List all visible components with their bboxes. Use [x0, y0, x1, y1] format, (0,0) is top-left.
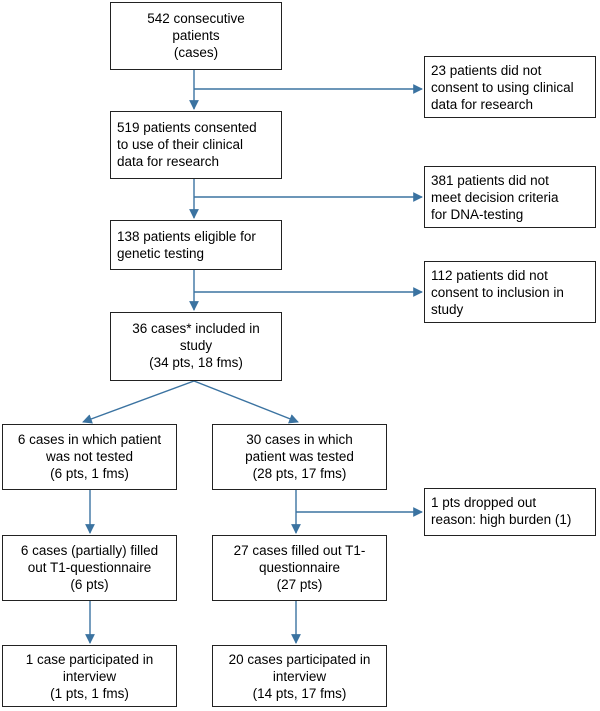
no-consent-study-line-3: study — [431, 302, 464, 317]
right-interview-line-1: 20 cases participated in — [228, 652, 371, 667]
box-left-interview: 1 case participated in interview (1 pts,… — [2, 645, 177, 707]
box-no-consent-study: 112 patients did not consent to inclusio… — [424, 261, 596, 323]
no-consent-study-line-2: consent to inclusion in — [431, 285, 564, 300]
dropped-line-2: reason: high burden (1) — [431, 512, 572, 527]
no-consent-study-line-1: 112 patients did not — [431, 268, 548, 283]
consented-line-2: to use of their clinical — [117, 137, 244, 152]
box-included: 36 cases* included in study (34 pts, 18 … — [110, 312, 282, 381]
box-not-tested: 6 cases in which patient was not tested … — [2, 424, 177, 490]
box-right-interview: 20 cases participated in interview (14 p… — [212, 645, 387, 707]
eligible-line-1: 138 patients eligible for — [117, 229, 256, 244]
arrow-to-not-tested — [82, 380, 195, 424]
not-criteria-line-1: 381 patients did not — [431, 173, 549, 188]
tested-line-3: (28 pts, 17 fms) — [252, 466, 347, 481]
right-t1-line-2: questionnaire — [258, 560, 341, 575]
not-tested-line-2: was not tested — [45, 449, 134, 464]
included-line-3: (34 pts, 18 fms) — [149, 355, 243, 370]
right-interview-line-3: (14 pts, 17 fms) — [252, 686, 347, 701]
tested-line-2: patient was tested — [245, 449, 354, 464]
consented-line-1: 519 patients consented — [117, 120, 257, 135]
box-no-consent-data: 23 patients did not consent to using cli… — [424, 56, 596, 118]
consented-line-3: data for research — [117, 154, 220, 169]
box-eligible: 138 patients eligible for genetic testin… — [110, 220, 282, 270]
right-t1-line-3: (27 pts) — [276, 577, 323, 592]
included-line-2: study — [179, 338, 213, 353]
start-line-2: patients — [172, 28, 220, 43]
dropped-line-1: 1 pts dropped out — [431, 495, 537, 510]
left-interview-line-3: (1 pts, 1 fms) — [50, 686, 129, 701]
box-right-t1: 27 cases filled out T1- questionnaire (2… — [212, 535, 387, 601]
left-interview-line-2: interview — [62, 669, 117, 684]
left-t1-line-3: (6 pts) — [70, 577, 109, 592]
box-consented: 519 patients consented to use of their c… — [110, 111, 282, 179]
not-criteria-line-2: meet decision criteria — [431, 190, 559, 205]
not-tested-line-1: 6 cases in which patient — [17, 432, 162, 447]
box-start: 542 consecutive patients (cases) — [110, 2, 282, 70]
right-interview-line-2: interview — [272, 669, 327, 684]
box-left-t1: 6 cases (partially) filled out T1-questi… — [2, 535, 177, 601]
no-consent-data-line-2: consent to using clinical — [431, 80, 574, 95]
included-line-1: 36 cases* included in — [132, 321, 260, 336]
no-consent-data-line-3: data for research — [431, 97, 534, 112]
start-line-3: (cases) — [173, 45, 219, 60]
arrow-to-tested — [193, 380, 299, 424]
box-tested: 30 cases in which patient was tested (28… — [212, 424, 387, 490]
left-interview-line-1: 1 case participated in — [25, 652, 154, 667]
left-t1-line-1: 6 cases (partially) filled — [20, 543, 159, 558]
tested-line-1: 30 cases in which — [246, 432, 353, 447]
no-consent-data-line-1: 23 patients did not — [431, 63, 542, 78]
eligible-line-2: genetic testing — [117, 246, 205, 261]
start-line-1: 542 consecutive — [147, 11, 245, 26]
not-criteria-line-3: for DNA-testing — [431, 207, 524, 222]
right-t1-line-1: 27 cases filled out T1- — [233, 543, 366, 558]
box-not-criteria: 381 patients did not meet decision crite… — [424, 166, 596, 228]
not-tested-line-3: (6 pts, 1 fms) — [50, 466, 129, 481]
box-dropped: 1 pts dropped out reason: high burden (1… — [424, 488, 596, 536]
left-t1-line-2: out T1-questionnaire — [27, 560, 152, 575]
